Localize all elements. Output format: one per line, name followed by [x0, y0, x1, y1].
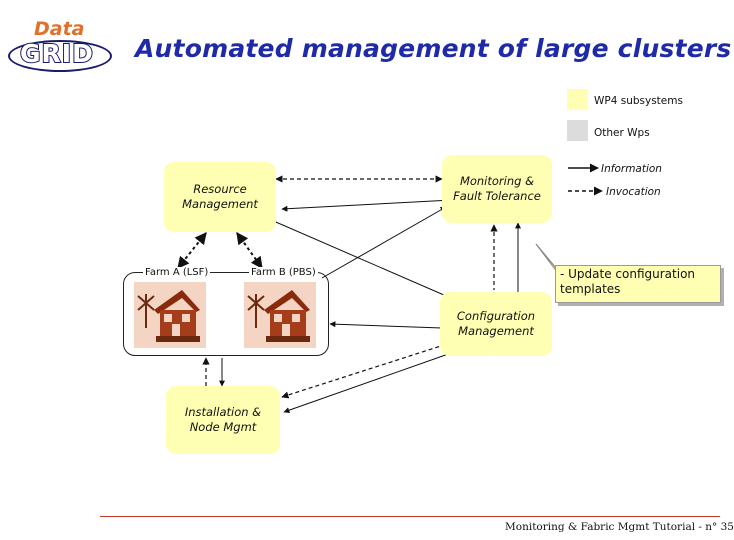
rm-farm-b-link: [236, 232, 263, 269]
farm-monitoring-info: [321, 206, 447, 279]
logo-ring: [8, 40, 112, 72]
farm-frame: [123, 272, 329, 356]
farm-house-icon: [244, 282, 316, 348]
farm-a-image: [134, 282, 206, 348]
callout-text: - Update configuration templates: [560, 267, 696, 296]
farm-b-label: Farm B (PBS): [249, 267, 318, 278]
configuration-box: Configuration Management: [440, 292, 552, 356]
datagrid-logo: Data GRID: [8, 18, 112, 72]
logo-grid-text: GRID: [19, 38, 94, 69]
monitoring-rm-info: [281, 199, 453, 212]
legend-invocation-label: Invocation: [606, 186, 661, 198]
logo-data-text: Data: [34, 18, 85, 40]
rm-configuration-info: [261, 215, 461, 303]
legend-wp4-label: WP4 subsystems: [594, 95, 683, 107]
legend-information-label: Information: [601, 163, 662, 175]
rm-farm-a-link: [177, 232, 207, 269]
configuration-installation-info: [283, 351, 455, 414]
farm-b-image: [244, 282, 316, 348]
farm-a-label: Farm A (LSF): [143, 267, 211, 278]
configuration-farm-info: [329, 321, 443, 329]
resource-management-box: Resource Management: [164, 162, 276, 232]
footer-rule: [100, 516, 720, 517]
monitoring-box: Monitoring & Fault Tolerance: [442, 155, 552, 223]
legend-other-label: Other Wps: [594, 127, 650, 139]
slide-footer: Monitoring & Fabric Mgmt Tutorial - n° 3…: [505, 521, 734, 533]
farm-house-icon: [134, 282, 206, 348]
slide-title: Automated management of large clusters: [135, 34, 732, 63]
installation-box: Installation & Node Mgmt: [166, 386, 280, 454]
legend-wp4-swatch: [567, 89, 588, 110]
legend-other-swatch: [567, 120, 588, 141]
installation-configuration-invoke: [281, 344, 445, 399]
update-config-callout: [555, 265, 721, 303]
